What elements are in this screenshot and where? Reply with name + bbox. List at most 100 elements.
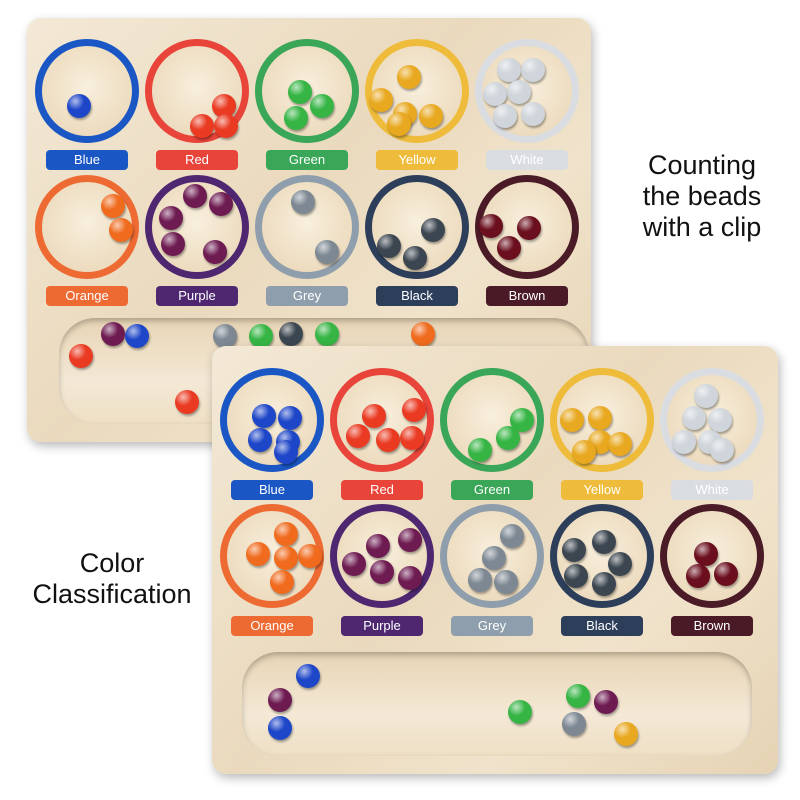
bead xyxy=(494,570,518,594)
bead xyxy=(288,80,312,104)
label-purple: Purple xyxy=(156,286,238,306)
label-purple: Purple xyxy=(341,616,423,636)
bead xyxy=(175,390,199,414)
label-orange: Orange xyxy=(231,616,313,636)
bead xyxy=(248,428,272,452)
bead xyxy=(592,530,616,554)
label-orange: Orange xyxy=(46,286,128,306)
label-brown: Brown xyxy=(486,286,568,306)
bead xyxy=(419,104,443,128)
bead xyxy=(496,426,520,450)
bead xyxy=(101,322,125,346)
bead xyxy=(694,542,718,566)
caption-line: Classification xyxy=(32,579,192,609)
bead xyxy=(572,440,596,464)
bead xyxy=(403,246,427,270)
grey-cup xyxy=(440,504,544,608)
bead xyxy=(592,572,616,596)
bead xyxy=(483,82,507,106)
bead xyxy=(564,564,588,588)
label-red: Red xyxy=(156,150,238,170)
bead xyxy=(398,566,422,590)
bead xyxy=(161,232,185,256)
caption-line: with a clip xyxy=(642,212,762,242)
bead xyxy=(497,58,521,82)
bead xyxy=(497,236,521,260)
bead xyxy=(376,428,400,452)
bead xyxy=(682,406,706,430)
bead xyxy=(400,426,424,450)
bead xyxy=(402,398,426,422)
bead xyxy=(397,65,421,89)
bead-tray xyxy=(242,652,752,756)
bead xyxy=(562,712,586,736)
bead xyxy=(588,406,612,430)
label-black: Black xyxy=(561,616,643,636)
bead xyxy=(109,218,133,242)
bead xyxy=(686,564,710,588)
bead xyxy=(517,216,541,240)
bead xyxy=(279,322,303,346)
bead xyxy=(468,568,492,592)
label-white: White xyxy=(486,150,568,170)
bead xyxy=(370,560,394,584)
bead xyxy=(101,194,125,218)
bead xyxy=(694,384,718,408)
label-yellow: Yellow xyxy=(376,150,458,170)
label-green: Green xyxy=(266,150,348,170)
bead xyxy=(296,664,320,688)
bead xyxy=(268,716,292,740)
bead xyxy=(500,524,524,548)
bead xyxy=(278,406,302,430)
bead xyxy=(315,322,339,346)
back-sorting-board: Blue Red Green Yellow White Orange Purpl… xyxy=(27,18,591,442)
bead xyxy=(608,432,632,456)
label-brown: Brown xyxy=(671,616,753,636)
bead xyxy=(366,534,390,558)
bead xyxy=(710,438,734,462)
bead xyxy=(203,240,227,264)
caption-line: Counting xyxy=(647,150,757,180)
front-sorting-board: Blue Red Green Yellow White Orange Purpl… xyxy=(212,346,778,774)
bead xyxy=(468,438,492,462)
bead xyxy=(714,562,738,586)
bead xyxy=(291,190,315,214)
caption-line: Color xyxy=(79,548,145,578)
bead xyxy=(421,218,445,242)
bead xyxy=(183,184,207,208)
bead xyxy=(125,324,149,348)
label-yellow: Yellow xyxy=(561,480,643,500)
bead xyxy=(508,700,532,724)
bead xyxy=(560,408,584,432)
bead xyxy=(566,684,590,708)
bead xyxy=(362,404,386,428)
bead xyxy=(594,690,618,714)
label-red: Red xyxy=(341,480,423,500)
label-grey: Grey xyxy=(266,286,348,306)
bead xyxy=(274,546,298,570)
bead xyxy=(507,80,531,104)
bead xyxy=(377,234,401,258)
bead xyxy=(209,192,233,216)
bead xyxy=(342,552,366,576)
bead xyxy=(159,206,183,230)
bead xyxy=(270,570,294,594)
bead xyxy=(69,344,93,368)
bead xyxy=(310,94,334,118)
bead xyxy=(190,114,214,138)
bead xyxy=(213,324,237,348)
label-blue: Blue xyxy=(46,150,128,170)
bead xyxy=(608,552,632,576)
caption-color-classification: Color Classification xyxy=(14,548,210,610)
bead xyxy=(284,106,308,130)
blue-cup xyxy=(35,39,139,143)
bead xyxy=(274,440,298,464)
bead xyxy=(493,104,517,128)
bead xyxy=(274,522,298,546)
caption-counting: Counting the beads with a clip xyxy=(612,150,792,243)
bead xyxy=(672,430,696,454)
bead xyxy=(67,94,91,118)
label-grey: Grey xyxy=(451,616,533,636)
bead xyxy=(249,324,273,348)
bead xyxy=(398,528,422,552)
